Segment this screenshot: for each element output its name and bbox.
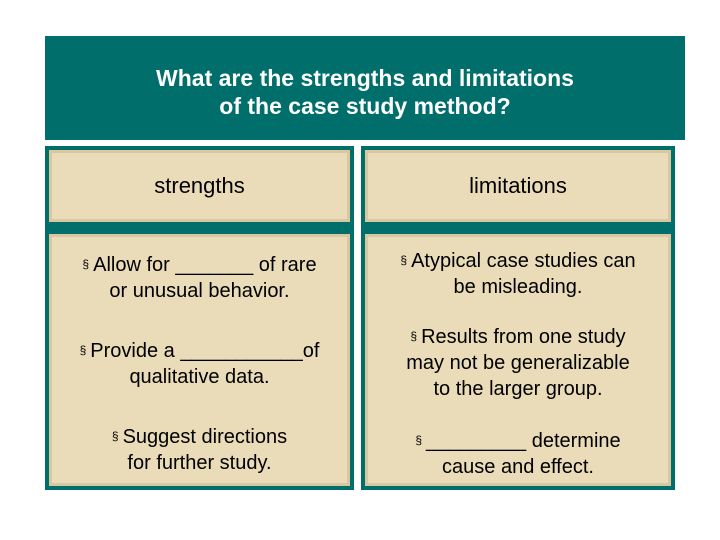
title-line-2: of the case study method? bbox=[219, 93, 511, 119]
list-item: §Results from one study may not be gener… bbox=[406, 326, 630, 400]
list-item: §Suggest directions for further study. bbox=[111, 426, 288, 474]
title-bar: What are the strengths and limitations o… bbox=[45, 36, 685, 140]
title-line-1: What are the strengths and limitations bbox=[156, 65, 574, 91]
limitations-header: limitations bbox=[365, 150, 671, 222]
strengths-list: §Allow for _______ of rare or unusual be… bbox=[49, 234, 350, 486]
bullet-icon: § bbox=[82, 257, 90, 271]
list-item: §Atypical case studies can be misleading… bbox=[400, 250, 636, 298]
list-item: §Provide a ___________of qualitative dat… bbox=[79, 340, 320, 388]
bullet-icon: § bbox=[79, 343, 87, 357]
strengths-panel: strengths §Allow for _______ of rare or … bbox=[45, 146, 354, 490]
list-item: §Allow for _______ of rare or unusual be… bbox=[82, 254, 317, 302]
bullet-icon: § bbox=[400, 253, 408, 267]
limitations-panel: limitations §Atypical case studies can b… bbox=[361, 146, 675, 490]
page-title: What are the strengths and limitations o… bbox=[156, 64, 574, 120]
bullet-icon: § bbox=[111, 429, 119, 443]
limitations-list: §Atypical case studies can be misleading… bbox=[365, 234, 671, 486]
bullet-icon: § bbox=[415, 433, 423, 447]
strengths-header: strengths bbox=[49, 150, 350, 222]
list-item: §_________ determine cause and effect. bbox=[415, 430, 621, 478]
bullet-icon: § bbox=[410, 329, 418, 343]
